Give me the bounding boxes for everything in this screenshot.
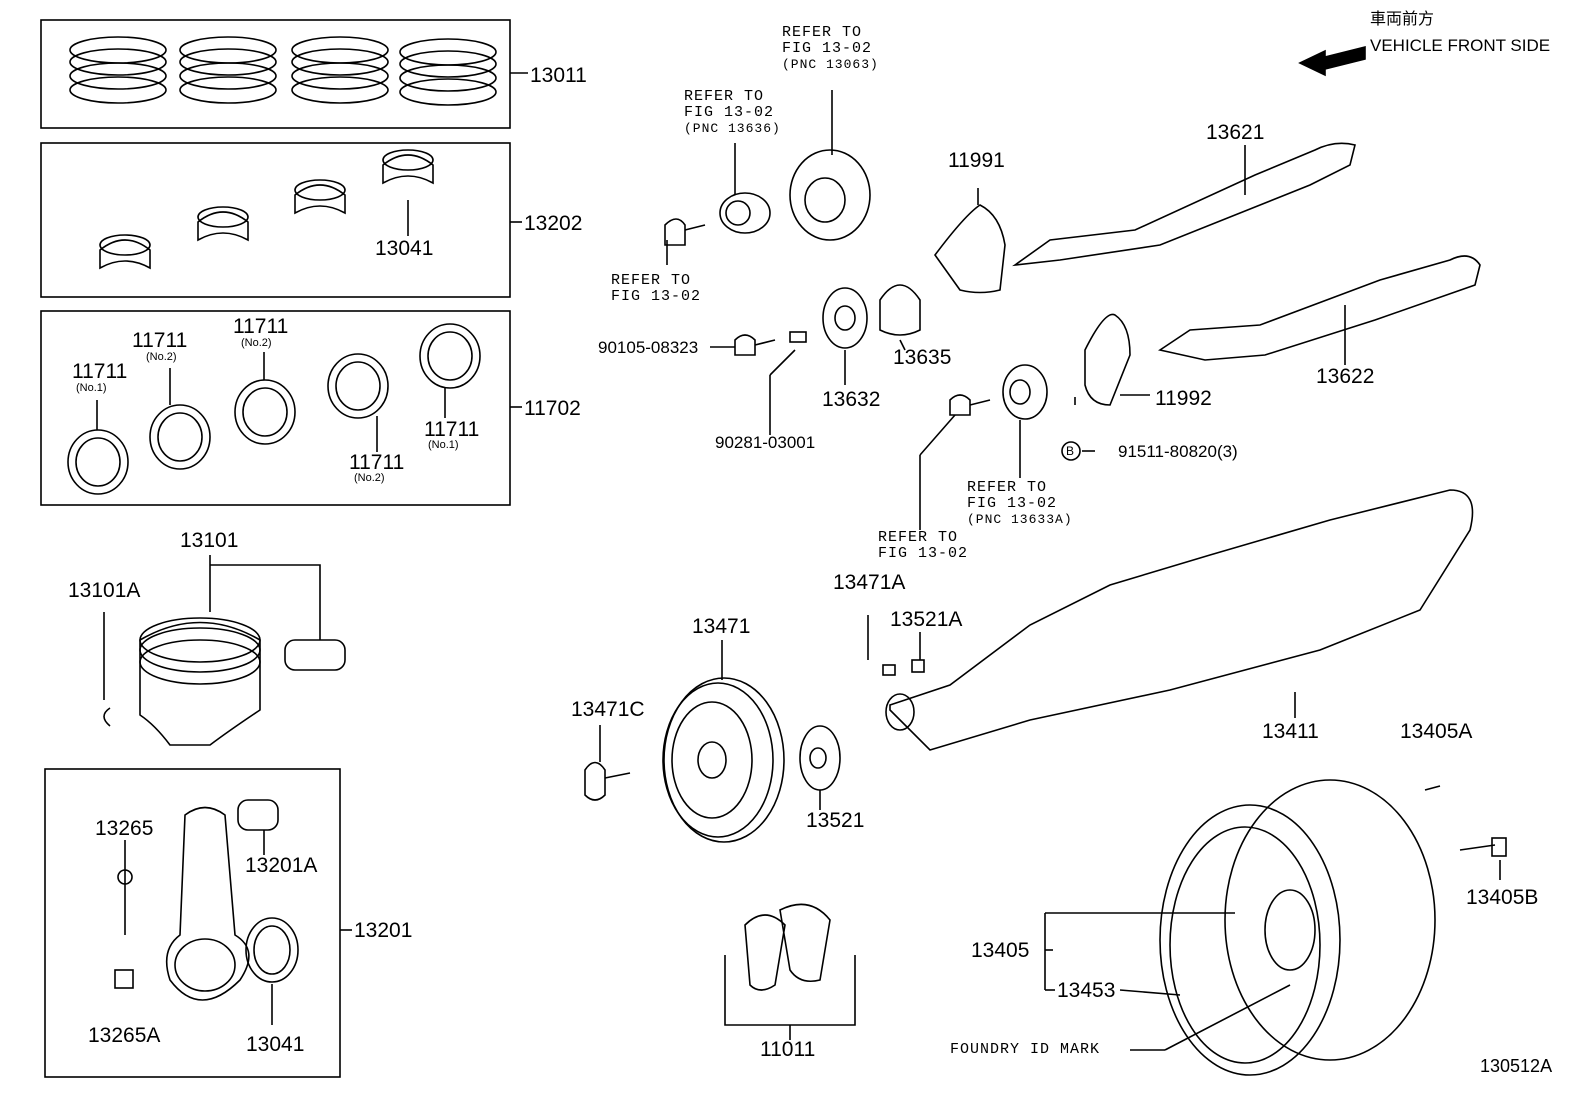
- part-11711-no2-b[interactable]: 11711: [233, 315, 289, 338]
- part-13471C[interactable]: 13471C: [571, 698, 645, 721]
- rod-bearing-shells-drawing: [99, 149, 522, 270]
- part-13405B[interactable]: 13405B: [1466, 886, 1539, 909]
- ref-13633a-l3: (PNC 13633A): [967, 512, 1073, 527]
- frame-main-bearings: [40, 310, 511, 506]
- ref-bolt-l2: FIG 13-02: [611, 288, 702, 305]
- foundry-id-mark-label: FOUNDRY ID MARK: [950, 1041, 1101, 1058]
- part-91511-80820[interactable]: 91511-80820(3): [1118, 442, 1238, 461]
- sub-no1-right: (No.1): [428, 439, 459, 451]
- part-13471[interactable]: 13471: [692, 615, 751, 638]
- main-bearing-shells-drawing: [67, 323, 522, 495]
- piston-drawing: [103, 555, 346, 746]
- part-13453[interactable]: 13453: [1057, 979, 1116, 1002]
- part-13405[interactable]: 13405: [971, 939, 1030, 962]
- part-13632[interactable]: 13632: [822, 388, 881, 411]
- sub-no1-left: (No.1): [76, 382, 107, 394]
- ref-13633a-l1: REFER TO: [967, 479, 1048, 496]
- part-11992[interactable]: 11992: [1155, 387, 1212, 410]
- part-11702[interactable]: 11702: [524, 397, 581, 420]
- part-13011[interactable]: 13011: [530, 64, 587, 87]
- ref-13633a: REFER TO FIG 13-02 (PNC 13633A): [967, 480, 1073, 528]
- ref-bolt: REFER TO FIG 13-02: [611, 273, 701, 305]
- crankshaft-drawing: [867, 489, 1474, 751]
- part-13622[interactable]: 13622: [1316, 365, 1375, 388]
- part-11011[interactable]: 11011: [760, 1038, 816, 1061]
- part-13101[interactable]: 13101: [180, 529, 239, 552]
- sub-no2-b: (No.2): [241, 337, 272, 349]
- part-11711-no2-c[interactable]: 11711: [349, 451, 405, 474]
- part-13201A[interactable]: 13201A: [245, 854, 318, 877]
- front-label-en: VEHICLE FRONT SIDE: [1370, 36, 1551, 55]
- ref-bolt2: REFER TO FIG 13-02: [878, 530, 968, 562]
- ref-bolt2-l1: REFER TO: [878, 529, 959, 546]
- front-label-jp: 車両前方: [1370, 11, 1435, 28]
- ref-13063-l1: REFER TO: [782, 24, 863, 41]
- ref-13636-l2: FIG 13-02: [684, 104, 775, 121]
- bolt-marker-b: B: [1066, 444, 1075, 458]
- part-13521[interactable]: 13521: [806, 809, 865, 832]
- part-13621[interactable]: 13621: [1206, 121, 1265, 144]
- ref-13636-l1: REFER TO: [684, 88, 765, 105]
- crankshaft-pulley-drawing: [584, 640, 841, 843]
- part-13201[interactable]: 13201: [354, 919, 413, 942]
- ref-bolt-l1: REFER TO: [611, 272, 692, 289]
- part-13405A[interactable]: 13405A: [1400, 720, 1473, 743]
- flywheel-drawing: [1044, 779, 1507, 1076]
- figure-id: 130512A: [1480, 1056, 1553, 1076]
- frame-piston-rings: [40, 19, 511, 129]
- part-11711-no1-left[interactable]: 11711: [72, 360, 128, 383]
- part-13471A[interactable]: 13471A: [833, 571, 906, 594]
- frame-connecting-rod: [44, 768, 341, 1078]
- part-11991[interactable]: 11991: [948, 149, 1005, 172]
- frame-rod-bearings: [40, 142, 511, 298]
- ref-13063-l3: (PNC 13063): [782, 57, 879, 72]
- thrust-washers-drawing: [724, 903, 856, 1040]
- part-11711-no2-a[interactable]: 11711: [132, 329, 188, 352]
- ref-13636: REFER TO FIG 13-02 (PNC 13636): [684, 89, 781, 137]
- ref-13633a-l2: FIG 13-02: [967, 495, 1058, 512]
- front-arrow-icon: [1298, 45, 1366, 77]
- part-13202[interactable]: 13202: [524, 212, 583, 235]
- part-90281-03001[interactable]: 90281-03001: [715, 433, 816, 452]
- part-13521A[interactable]: 13521A: [890, 608, 963, 631]
- part-13635[interactable]: 13635: [893, 346, 952, 369]
- part-13101A[interactable]: 13101A: [68, 579, 141, 602]
- part-13041-bottom[interactable]: 13041: [246, 1033, 305, 1056]
- camshaft-gears-drawing: [664, 90, 921, 435]
- part-13265A[interactable]: 13265A: [88, 1024, 161, 1047]
- part-13411[interactable]: 13411: [1262, 720, 1319, 743]
- ref-13063: REFER TO FIG 13-02 (PNC 13063): [782, 25, 879, 73]
- part-90105-08323[interactable]: 90105-08323: [598, 338, 699, 357]
- sub-no2-a: (No.2): [146, 351, 177, 363]
- part-13041-top[interactable]: 13041: [375, 237, 434, 260]
- sub-no2-c: (No.2): [354, 472, 385, 484]
- ref-13063-l2: FIG 13-02: [782, 40, 873, 57]
- part-11711-no1-right[interactable]: 11711: [424, 418, 480, 441]
- part-13265[interactable]: 13265: [95, 817, 154, 840]
- ref-13636-l3: (PNC 13636): [684, 121, 781, 136]
- connecting-rod-drawing: [114, 799, 352, 1025]
- ref-bolt2-l2: FIG 13-02: [878, 545, 969, 562]
- camshafts-drawing: [919, 142, 1481, 530]
- piston-ring-set-drawing: [69, 36, 528, 106]
